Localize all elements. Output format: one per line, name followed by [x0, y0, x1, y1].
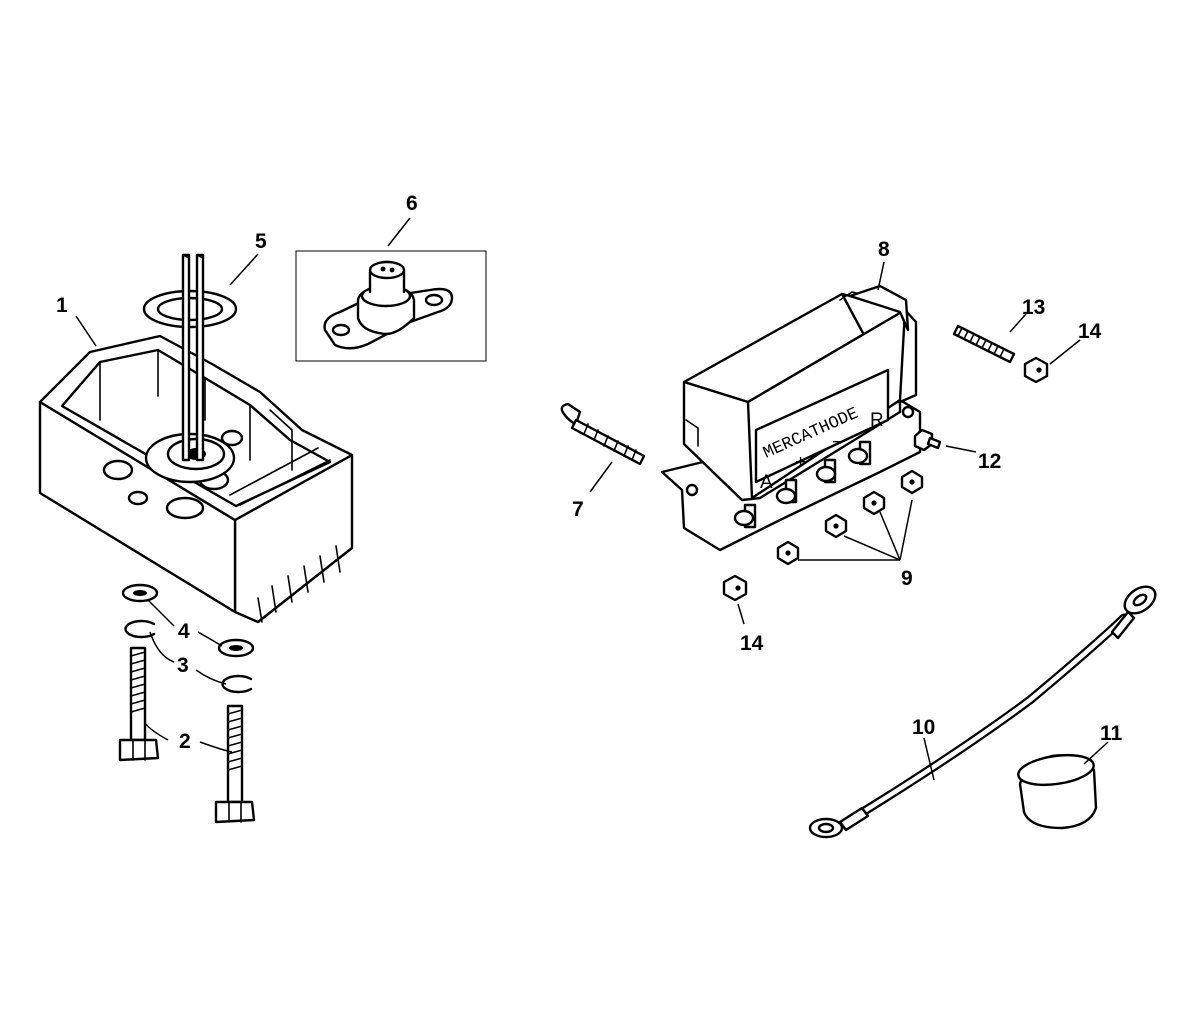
leader-lines [75, 217, 1109, 781]
callout-9: 9 [901, 567, 913, 590]
callout-6: 6 [406, 192, 418, 215]
washer-left [121, 583, 159, 603]
callout-13: 13 [1022, 296, 1045, 319]
nuts [776, 469, 924, 566]
terminal-minus: − [832, 432, 843, 453]
screw-12 [913, 428, 942, 452]
retaining-ring-left [124, 619, 156, 639]
nut-14-lower [722, 574, 748, 602]
washer-right [217, 638, 255, 658]
screw-left [118, 646, 160, 762]
callout-1: 1 [56, 294, 68, 317]
mounting-screw-7 [560, 402, 646, 466]
callout-labels: 1 2 3 4 5 6 7 8 9 10 11 12 13 14 14 [56, 192, 1123, 753]
stud-13 [952, 324, 1016, 364]
connector-inset [295, 250, 487, 362]
screw-right [214, 704, 256, 824]
callout-12: 12 [978, 450, 1001, 473]
protective-cap [1017, 753, 1098, 830]
callout-10: 10 [912, 716, 935, 739]
terminal-a: A [760, 472, 773, 493]
callout-3: 3 [177, 654, 189, 677]
callout-4: 4 [178, 620, 190, 643]
terminal-studs [733, 440, 872, 529]
callout-5: 5 [255, 230, 267, 253]
terminal-r: R [870, 410, 884, 431]
callout-8: 8 [878, 238, 890, 261]
callout-7: 7 [572, 498, 584, 521]
terminal-plus: + [795, 452, 806, 473]
nut-4 [900, 469, 924, 495]
electrode-rods [181, 253, 205, 462]
ground-wire [808, 585, 1157, 839]
nut-3 [862, 490, 886, 516]
callout-2: 2 [179, 730, 191, 753]
nut-2 [824, 513, 848, 539]
nut-1 [776, 540, 800, 566]
nut-14-upper [1023, 356, 1049, 384]
callout-14-upper: 14 [1078, 320, 1102, 343]
callout-11: 11 [1100, 722, 1123, 745]
retaining-ring-right [221, 674, 253, 694]
callout-14-lower: 14 [740, 632, 764, 655]
controller-module: MERCATHODE A + − R [660, 284, 922, 552]
